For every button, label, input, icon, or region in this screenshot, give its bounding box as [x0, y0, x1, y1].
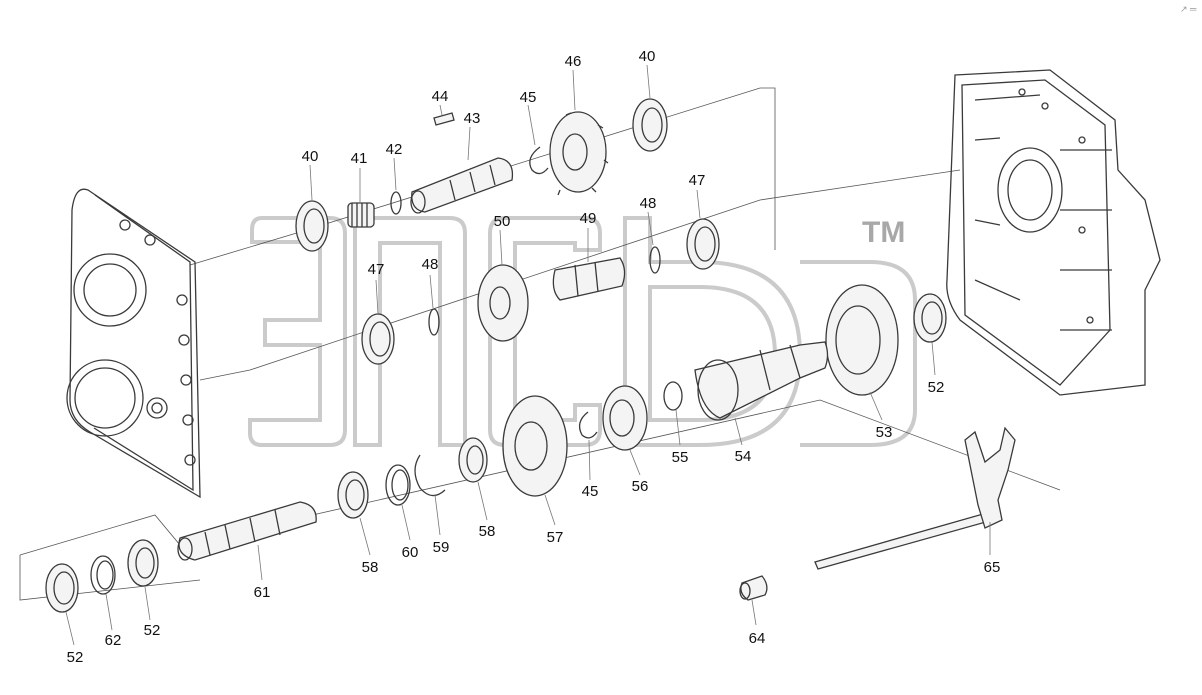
part-54-output-shaft	[694, 341, 829, 421]
part-47-bearing-mid-left	[361, 313, 395, 365]
callout-60: 60	[402, 544, 419, 561]
part-64-bushing	[739, 575, 768, 601]
callout-53: 53	[876, 424, 893, 441]
callout-56: 56	[632, 478, 649, 495]
right-housing	[946, 69, 1161, 396]
part-55-ring	[663, 381, 683, 411]
callout-45: 45	[582, 483, 599, 500]
assembly-guide-lines	[19, 87, 1061, 601]
callout-43: 43	[464, 110, 481, 127]
part-49-sleeve	[552, 257, 626, 301]
watermark: TM	[248, 216, 917, 447]
callout-41: 41	[351, 150, 368, 167]
callout-40: 40	[302, 148, 319, 165]
part-40-bearing-upper-right	[632, 98, 668, 152]
part-52-seal-lower-right	[127, 539, 159, 587]
part-52-seal-lower-left	[45, 563, 79, 613]
part-44-key	[433, 112, 455, 126]
part-45-retaining-ring-upper	[529, 146, 549, 175]
callout-52: 52	[144, 622, 161, 639]
part-53-large-bearing	[825, 284, 899, 396]
part-42-snap-ring	[390, 191, 402, 215]
callout-49: 49	[580, 210, 597, 227]
part-45-retaining-ring-lower	[578, 411, 598, 439]
callout-48: 48	[422, 256, 439, 273]
callout-65: 65	[984, 559, 1001, 576]
callout-40: 40	[639, 48, 656, 65]
part-57-large-gear	[502, 395, 568, 497]
part-60-spacer-ring	[385, 464, 411, 506]
callout-58: 58	[362, 559, 379, 576]
part-48-snap-ring-mid-left	[428, 308, 440, 336]
part-61-splined-shaft	[177, 501, 317, 561]
callout-50: 50	[494, 213, 511, 230]
part-46-gear-upper	[549, 111, 609, 196]
callout-55: 55	[672, 449, 689, 466]
part-48-snap-ring-mid-right	[649, 246, 661, 274]
callout-42: 42	[386, 141, 403, 158]
callout-44: 44	[432, 88, 449, 105]
callout-47: 47	[689, 172, 706, 189]
part-40-bearing-upper-left	[295, 200, 329, 252]
callout-52: 52	[928, 379, 945, 396]
callout-46: 46	[565, 53, 582, 70]
callout-58: 58	[479, 523, 496, 540]
part-43-input-shaft	[410, 157, 514, 214]
callout-54: 54	[735, 448, 752, 465]
part-41-needle-bearing	[347, 202, 375, 228]
callout-52: 52	[67, 649, 84, 666]
callout-48: 48	[640, 195, 657, 212]
callout-57: 57	[547, 529, 564, 546]
part-62-ring	[90, 555, 116, 595]
callout-61: 61	[254, 584, 271, 601]
part-47-bearing-mid-right	[686, 218, 720, 270]
part-65-shift-fork	[814, 426, 1016, 570]
callout-47: 47	[368, 261, 385, 278]
callout-64: 64	[749, 630, 766, 647]
callout-45: 45	[520, 89, 537, 106]
trademark-symbol: TM	[862, 216, 905, 249]
callout-62: 62	[105, 632, 122, 649]
callout-labels: 40 41 42 44 43 45 46 40 47 48 49 50 47 4…	[67, 48, 1001, 666]
left-cover-plate	[66, 188, 201, 499]
part-56-synchro	[602, 385, 648, 451]
callout-59: 59	[433, 539, 450, 556]
corner-mark: ↗ ═	[1180, 4, 1197, 14]
part-58-bearing-lower-right	[458, 437, 488, 483]
leader-lines	[65, 64, 991, 646]
part-59-circlip	[414, 454, 446, 497]
part-50-gear-mid	[477, 264, 529, 342]
part-58-bearing-lower-left	[337, 471, 369, 519]
part-52-seal-right	[913, 293, 947, 343]
